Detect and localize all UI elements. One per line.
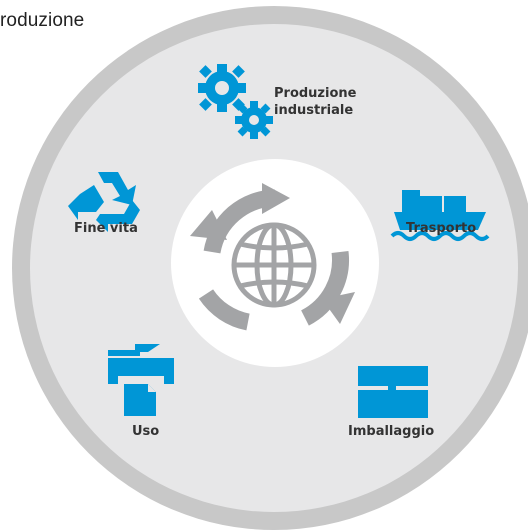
cycle-arrowhead-right xyxy=(322,292,355,324)
page-title: roduzione xyxy=(0,10,85,31)
transport-label: Trasporto xyxy=(406,221,477,236)
end-of-life-label: Fine vita xyxy=(74,221,138,236)
production-label: Produzione industriale xyxy=(274,85,356,119)
printer-icon xyxy=(108,344,174,416)
box-icon xyxy=(358,366,428,418)
cycle-arrowhead-top xyxy=(262,183,290,214)
production-label-line2: industriale xyxy=(274,103,354,118)
cargo-ship-icon xyxy=(390,190,490,241)
use-label: Uso xyxy=(132,424,160,439)
recycle-icon xyxy=(68,172,140,232)
globe-icon xyxy=(231,222,317,308)
cycle-arrowhead-left xyxy=(190,210,227,240)
packaging-label: Imballaggio xyxy=(348,424,435,439)
production-label-line1: Produzione xyxy=(274,86,357,101)
gears-icon xyxy=(198,64,273,139)
